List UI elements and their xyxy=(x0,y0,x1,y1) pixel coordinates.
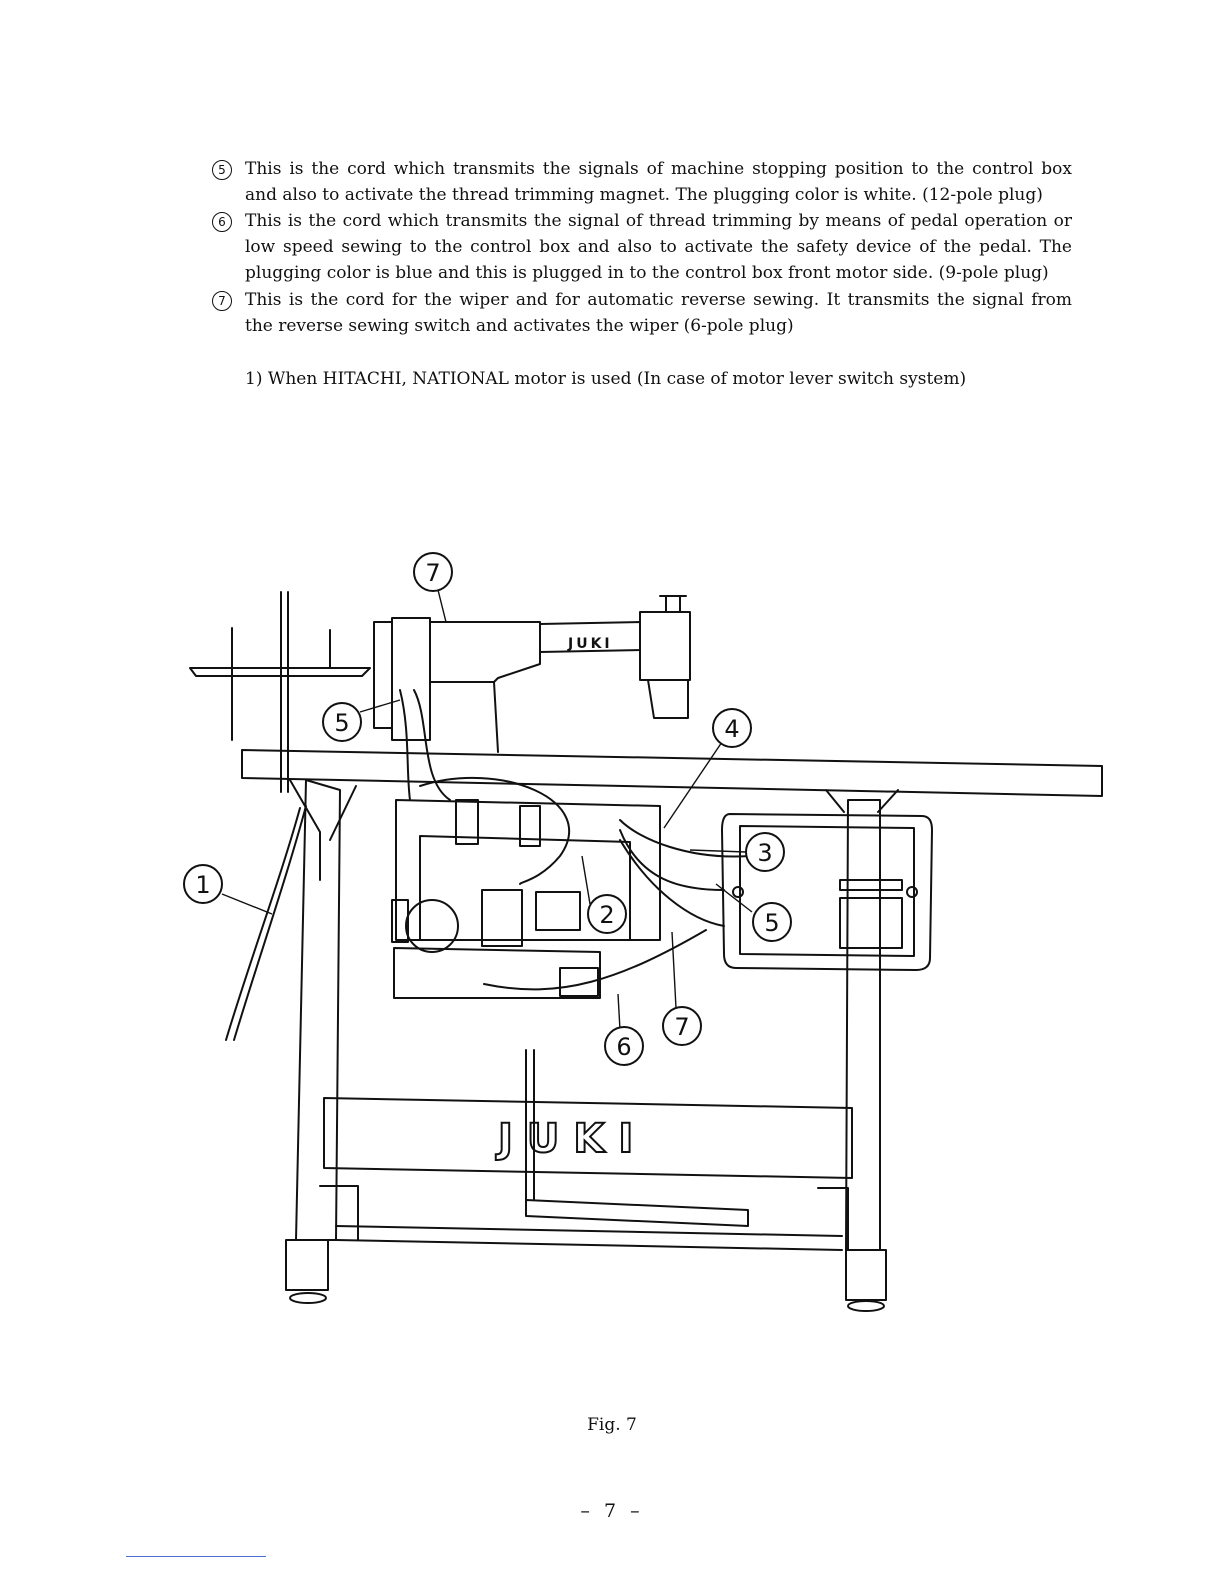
list-item-7: 7 This is the cord for the wiper and for… xyxy=(212,287,1072,339)
machine-brand-label: JUKI xyxy=(567,636,613,652)
svg-text:1: 1 xyxy=(195,871,210,899)
callout-6: 6 xyxy=(604,1026,644,1066)
svg-text:5: 5 xyxy=(764,909,779,937)
page-number: – 7 – xyxy=(580,1500,644,1522)
table-top xyxy=(241,749,1103,797)
section-subheading: 1) When HITACHI, NATIONAL motor is used … xyxy=(245,369,967,389)
svg-text:2: 2 xyxy=(599,901,614,929)
svg-text:4: 4 xyxy=(724,715,739,743)
machine-head xyxy=(373,595,691,753)
callout-5-head: 5 xyxy=(322,702,362,742)
callout-3: 3 xyxy=(745,832,785,872)
footer-rule xyxy=(126,1556,266,1557)
item-text: This is the cord which transmits the sig… xyxy=(245,211,1072,283)
svg-text:7: 7 xyxy=(425,559,440,587)
table-legs xyxy=(285,779,899,1312)
motor-unit xyxy=(391,799,661,999)
pedal xyxy=(525,1049,749,1227)
thread-stand xyxy=(189,591,371,793)
item-number-badge: 6 xyxy=(212,212,232,232)
callout-1: 1 xyxy=(183,864,223,904)
list-item-5: 5 This is the cord which transmits the s… xyxy=(212,156,1072,208)
cords xyxy=(225,689,751,1041)
callout-4: 4 xyxy=(712,708,752,748)
item-text: This is the cord which transmits the sig… xyxy=(245,159,1072,205)
control-box xyxy=(721,813,933,971)
item-text: This is the cord for the wiper and for a… xyxy=(245,290,1072,336)
svg-text:3: 3 xyxy=(757,839,772,867)
callout-2: 2 xyxy=(587,894,627,934)
item-number-badge: 5 xyxy=(212,160,232,180)
svg-text:6: 6 xyxy=(616,1033,631,1061)
callout-7-top: 7 xyxy=(413,552,453,592)
figure-caption: Fig. 7 xyxy=(587,1415,637,1435)
callout-7-bottom: 7 xyxy=(662,1006,702,1046)
list-item-6: 6 This is the cord which transmits the s… xyxy=(212,208,1072,286)
svg-text:7: 7 xyxy=(674,1013,689,1041)
item-number-badge: 7 xyxy=(212,291,232,311)
cross-panel xyxy=(323,1097,853,1179)
callout-5-box: 5 xyxy=(752,902,792,942)
svg-text:5: 5 xyxy=(334,709,349,737)
table-brand-label: JUKI xyxy=(495,1116,647,1162)
